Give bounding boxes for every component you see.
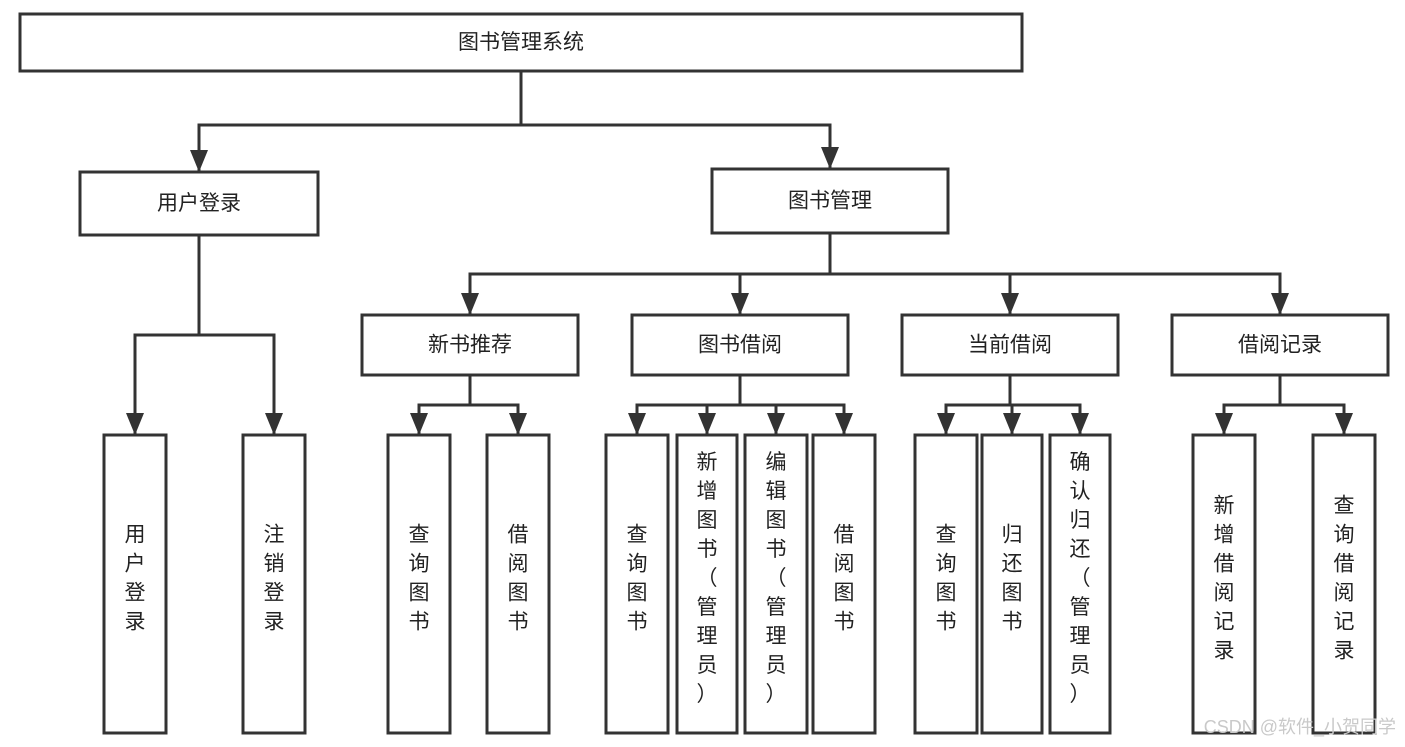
arrow-head-icon xyxy=(835,413,853,435)
node-query-book-current[interactable]: 查询图书 xyxy=(913,433,979,735)
node-label-confirm-return-admin: 确认归还（管理员） xyxy=(1070,451,1091,706)
csdn-watermark: CSDN @软件_小贺同学 xyxy=(1204,717,1396,738)
node-label-user-logout-leaf: 注销登录 xyxy=(264,524,285,634)
node-label-query-book-recommend: 查询图书 xyxy=(409,524,430,634)
arrow-head-icon xyxy=(1215,413,1233,435)
node-box-root xyxy=(18,12,1024,73)
connector-borrow-record-to-leaves xyxy=(1215,373,1353,436)
connector-new-book-recommend-to-leaves xyxy=(410,373,527,436)
node-box-new-book-recommend xyxy=(360,313,580,377)
arrow-head-icon xyxy=(461,293,479,315)
node-return-book-current[interactable]: 归还图书 xyxy=(980,433,1044,735)
node-label-edit-book-admin: 编辑图书（管理员） xyxy=(766,451,787,706)
node-box-query-book-current xyxy=(913,433,979,735)
node-box-user-login-leaf xyxy=(102,433,168,735)
node-query-book-borrow[interactable]: 查询图书 xyxy=(604,433,670,735)
node-box-query-book-borrow xyxy=(604,433,670,735)
node-user-login-leaf[interactable]: 用户登录 xyxy=(102,433,168,735)
node-box-query-book-recommend xyxy=(386,433,452,735)
node-borrow-book-borrow[interactable]: 借阅图书 xyxy=(811,433,877,735)
node-label-borrow-book-recommend: 借阅图书 xyxy=(508,524,529,634)
node-label-user-login: 用户登录 xyxy=(157,192,241,215)
node-borrow-record[interactable]: 借阅记录 xyxy=(1170,313,1390,377)
node-label-add-book-admin: 新增图书（管理员） xyxy=(697,451,718,706)
node-label-book-borrow: 图书借阅 xyxy=(698,334,782,357)
node-book-borrow[interactable]: 图书借阅 xyxy=(630,313,850,377)
node-box-borrow-book-recommend xyxy=(485,433,551,735)
arrow-head-icon xyxy=(821,147,839,169)
arrow-head-icon xyxy=(265,413,283,435)
arrow-head-icon xyxy=(1001,293,1019,315)
connector-user-login-to-leaves xyxy=(126,233,283,436)
node-box-user-login xyxy=(78,170,320,237)
connector-book-management-to-level3 xyxy=(461,231,1289,316)
arrow-head-icon xyxy=(731,293,749,315)
connector-book-borrow-to-leaves xyxy=(628,373,853,436)
node-add-borrow-record[interactable]: 新增借阅记录 xyxy=(1191,433,1257,735)
node-confirm-return-admin[interactable]: 确认归还（管理员） xyxy=(1048,433,1112,735)
arrow-head-icon xyxy=(1071,413,1089,435)
node-query-book-recommend[interactable]: 查询图书 xyxy=(386,433,452,735)
node-label-borrow-record: 借阅记录 xyxy=(1238,334,1322,357)
arrow-head-icon xyxy=(767,413,785,435)
arrow-head-icon xyxy=(509,413,527,435)
node-box-add-book-admin xyxy=(675,433,739,735)
node-user-logout-leaf[interactable]: 注销登录 xyxy=(241,433,307,735)
node-label-current-borrow: 当前借阅 xyxy=(968,334,1052,357)
node-label-add-borrow-record: 新增借阅记录 xyxy=(1214,495,1235,663)
node-box-borrow-record xyxy=(1170,313,1390,377)
node-box-edit-book-admin xyxy=(743,433,809,735)
node-label-query-book-borrow: 查询图书 xyxy=(627,524,648,634)
arrow-head-icon xyxy=(698,413,716,435)
node-box-book-borrow xyxy=(630,313,850,377)
node-label-query-book-current: 查询图书 xyxy=(936,524,957,634)
node-label-user-login-leaf: 用户登录 xyxy=(125,524,146,634)
node-add-book-admin[interactable]: 新增图书（管理员） xyxy=(675,433,739,735)
connector-root-to-level2 xyxy=(190,69,839,173)
arrow-head-icon xyxy=(410,413,428,435)
connector-current-borrow-to-leaves xyxy=(937,373,1089,436)
connector-layer xyxy=(126,69,1353,436)
arrow-head-icon xyxy=(126,413,144,435)
node-box-return-book-current xyxy=(980,433,1044,735)
node-borrow-book-recommend[interactable]: 借阅图书 xyxy=(485,433,551,735)
node-label-root: 图书管理系统 xyxy=(458,31,584,54)
node-user-login[interactable]: 用户登录 xyxy=(78,170,320,237)
node-box-query-borrow-record xyxy=(1311,433,1377,735)
node-label-return-book-current: 归还图书 xyxy=(1002,524,1023,634)
node-box-book-management xyxy=(710,167,950,235)
node-box-confirm-return-admin xyxy=(1048,433,1112,735)
arrow-head-icon xyxy=(1003,413,1021,435)
node-new-book-recommend[interactable]: 新书推荐 xyxy=(360,313,580,377)
arrow-head-icon xyxy=(628,413,646,435)
arrow-head-icon xyxy=(937,413,955,435)
arrow-head-icon xyxy=(190,150,208,172)
node-box-user-logout-leaf xyxy=(241,433,307,735)
node-label-book-management: 图书管理 xyxy=(788,190,872,213)
node-root[interactable]: 图书管理系统 xyxy=(18,12,1024,73)
node-book-management[interactable]: 图书管理 xyxy=(710,167,950,235)
node-label-borrow-book-borrow: 借阅图书 xyxy=(834,524,855,634)
node-box-borrow-book-borrow xyxy=(811,433,877,735)
node-label-new-book-recommend: 新书推荐 xyxy=(428,334,512,357)
node-edit-book-admin[interactable]: 编辑图书（管理员） xyxy=(743,433,809,735)
arrow-head-icon xyxy=(1335,413,1353,435)
node-label-query-borrow-record: 查询借阅记录 xyxy=(1334,495,1355,663)
node-box-current-borrow xyxy=(900,313,1120,377)
arrow-head-icon xyxy=(1271,293,1289,315)
node-query-borrow-record[interactable]: 查询借阅记录 xyxy=(1311,433,1377,735)
node-current-borrow[interactable]: 当前借阅 xyxy=(900,313,1120,377)
node-box-add-borrow-record xyxy=(1191,433,1257,735)
node-layer: 图书管理系统用户登录图书管理新书推荐图书借阅当前借阅借阅记录用户登录注销登录查询… xyxy=(18,12,1390,735)
